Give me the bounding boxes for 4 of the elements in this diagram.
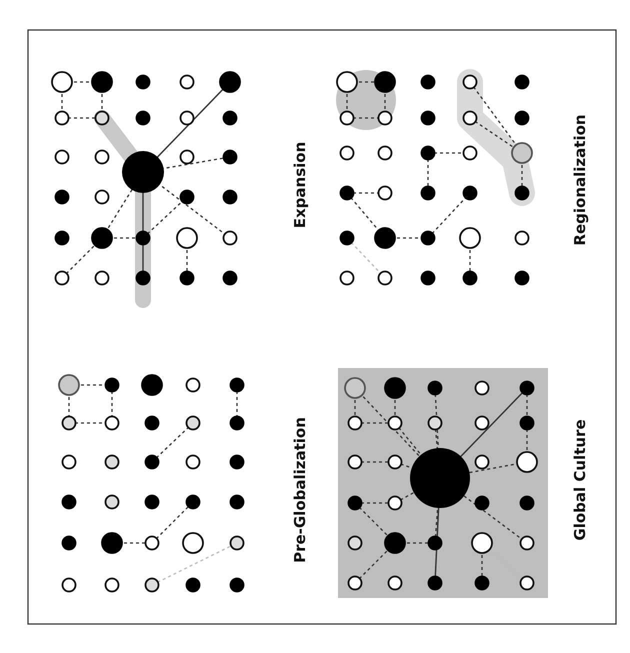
- panel-title: Pre-Globalization: [291, 417, 309, 563]
- panel-title: Regionalization: [571, 114, 589, 246]
- panel-title: Expansion: [291, 142, 309, 228]
- panel-title: Global Culture: [571, 419, 589, 541]
